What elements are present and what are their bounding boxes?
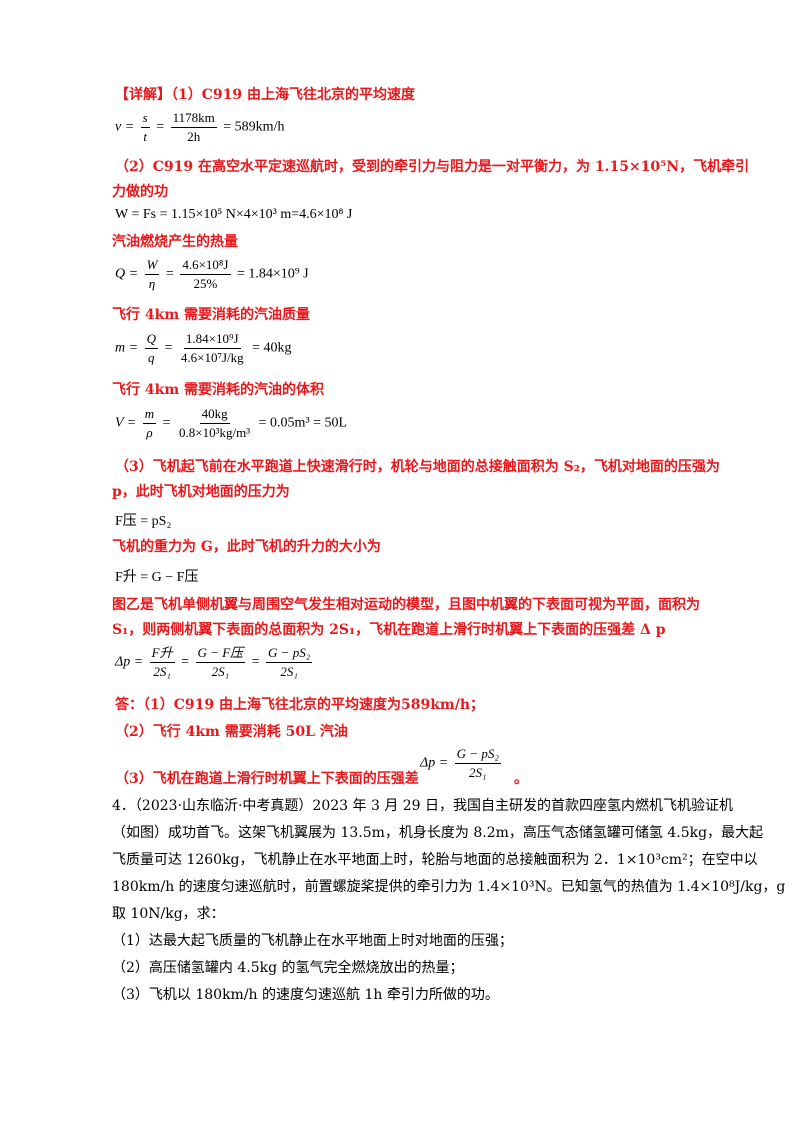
- q4-sub-2: （2）高压储氢罐内 4.5kg 的氢气完全燃烧放出的热量；: [112, 960, 464, 976]
- q1-title: （1）C919 由上海飞往北京的平均速度: [171, 87, 415, 103]
- q3-intro-line-2: p，此时飞机对地面的压力为: [112, 484, 290, 500]
- q4-line-3: 飞质量可达 1260kg，飞机静止在水平地面上时，轮胎与地面的总接触面积为 2．…: [112, 852, 758, 868]
- q4-line-5: 取 10N/kg，求：: [112, 906, 225, 922]
- formula-lhs: v =: [115, 119, 135, 135]
- detail-heading: 【详解】（1）C919 由上海飞往北京的平均速度: [115, 86, 415, 104]
- q4-sub-1: （1）达最大起飞质量的飞机静止在水平地面上时对地面的压强；: [112, 933, 513, 949]
- q3-intro-line-1: （3）飞机起飞前在水平跑道上快速滑行时，机轮与地面的总接触面积为 S₂，飞机对地…: [115, 459, 720, 475]
- answer-2: （2）飞行 4km 需要消耗 50L 汽油: [115, 724, 348, 740]
- volume-title: 飞行 4km 需要消耗的汽油的体积: [112, 382, 325, 398]
- wing-line-1: 图乙是飞机单侧机翼与周围空气发生相对运动的模型，且图中机翼的下表面可视为平面，面…: [112, 597, 700, 613]
- q4-sub-3: （3）飞机以 180km/h 的速度匀速巡航 1h 牵引力所做的功。: [112, 987, 499, 1003]
- answer-1: 答：（1）C919 由上海飞往北京的平均速度为589km/h；: [115, 697, 485, 713]
- wing-line-2: S₁，则两侧机翼下表面的总面积为 2S₁，飞机在跑道上滑行时机翼上下表面的压强差…: [112, 622, 666, 638]
- q4-line-1: 4．（2023·山东临沂·中考真题）2023 年 3 月 29 日，我国自主研发…: [112, 798, 734, 814]
- q2-intro-line-2: 力做的功: [112, 184, 168, 200]
- heat-title: 汽油燃烧产生的热量: [112, 234, 238, 250]
- gravity-text: 飞机的重力为 G，此时飞机的升力的大小为: [112, 539, 381, 555]
- formula-rhs: = 589km/h: [223, 119, 285, 135]
- formula-work: W = Fs = 1.15×10⁵ N×4×10³ m=4.6×10⁸ J: [115, 207, 353, 222]
- detail-label: 【详解】: [115, 87, 171, 103]
- q4-line-2: （如图）成功首飞。这架飞机翼展为 13.5m，机身长度为 8.2m，高压气态储氢…: [112, 825, 764, 841]
- q2-intro-line-1: （2）C919 在高空水平定速巡航时，受到的牵引力与阻力是一对平衡力，为 1.1…: [115, 159, 750, 175]
- answer-3: （3）飞机在跑道上滑行时机翼上下表面的压强差: [115, 771, 419, 787]
- formula-lift-force: F升 = G − F压: [115, 570, 199, 585]
- answer-3-end: 。: [514, 771, 528, 787]
- q4-line-4: 180km/h 的速度匀速巡航时，前置螺旋桨提供的牵引力为 1.4×10³N。已…: [112, 879, 786, 895]
- mass-title: 飞行 4km 需要消耗的汽油质量: [112, 307, 311, 323]
- formula-pressure-force: F压 = pS₂: [115, 514, 172, 529]
